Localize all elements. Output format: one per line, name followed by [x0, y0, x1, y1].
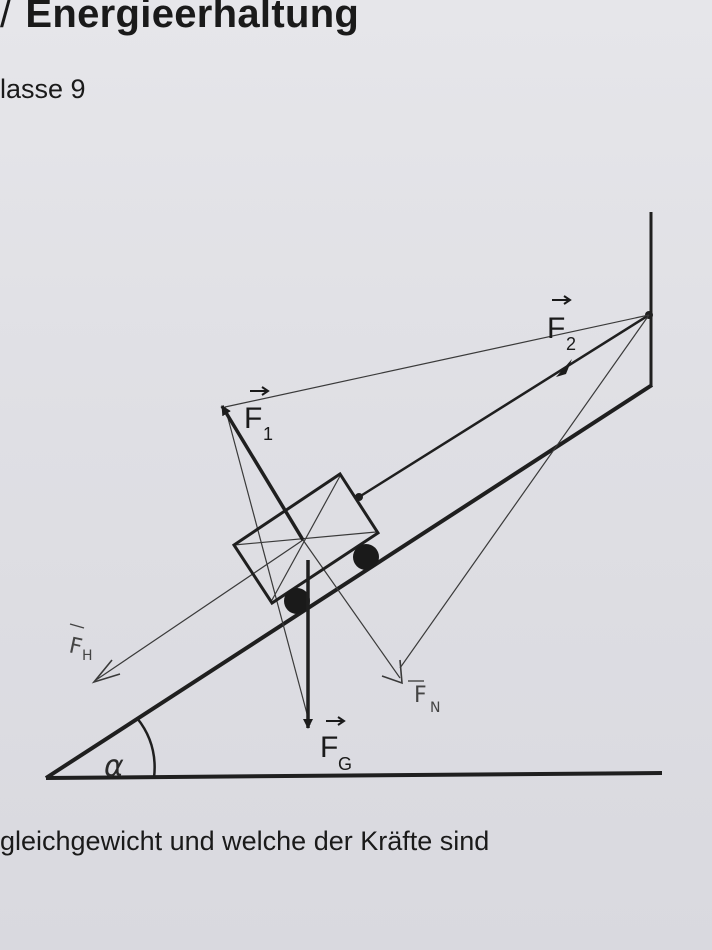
fh-label-letter: F: [67, 633, 85, 660]
cart-wheel-front: [353, 544, 379, 570]
angle-label-alpha: α: [104, 749, 124, 784]
class-label: lasse 9: [0, 74, 86, 104]
f2-arrowhead: [556, 359, 572, 377]
f2-label-arrowhead: [563, 295, 572, 305]
label-f1: F 1: [244, 386, 273, 444]
fn-line: [302, 539, 401, 679]
label-fh: F H: [67, 623, 93, 664]
label-fn: F N: [408, 680, 440, 716]
diagonal-line-b: [233, 531, 377, 546]
f1-arrow: [220, 405, 305, 541]
title-text: Energieerhaltung: [25, 0, 360, 36]
construction-lines: [95, 314, 650, 726]
label-fg: F G: [320, 716, 352, 774]
f1-label-letter: F: [244, 402, 262, 435]
parallelogram-line-f1-fg: [224, 406, 311, 726]
rope-line: [358, 313, 650, 499]
angle-arc: [136, 717, 156, 779]
fh-line: [95, 539, 304, 681]
fg-label-letter: F: [320, 731, 338, 764]
fh-label-subscript: H: [82, 648, 93, 664]
fn-label-letter: F: [414, 683, 427, 708]
cart-body: [231, 471, 381, 606]
label-f2: F 2: [547, 295, 576, 354]
title-slash: /: [0, 0, 12, 36]
cart-wheel-rear: [284, 588, 310, 614]
fh-arrowhead: [91, 659, 121, 684]
page-title: / Energieerhaltung: [0, 0, 359, 37]
f1-label-subscript: 1: [263, 424, 273, 444]
parallelogram-line-f1-f2: [224, 314, 650, 408]
fh-label-arrow: [69, 623, 85, 629]
f2-label-subscript: 2: [566, 334, 576, 354]
f1-label-arrowhead: [261, 386, 270, 396]
parallelogram-line-f2-fn: [399, 314, 650, 669]
question-text: gleichgewicht und welche der Kräfte sind: [0, 826, 490, 856]
ground-line: [45, 771, 663, 780]
incline-surface: [44, 383, 654, 780]
fn-label-subscript: N: [430, 700, 440, 716]
fg-label-subscript: G: [338, 754, 352, 774]
fn-arrowhead: [381, 659, 403, 685]
f2-label-letter: F: [547, 312, 565, 345]
fg-label-arrowhead: [337, 716, 346, 726]
